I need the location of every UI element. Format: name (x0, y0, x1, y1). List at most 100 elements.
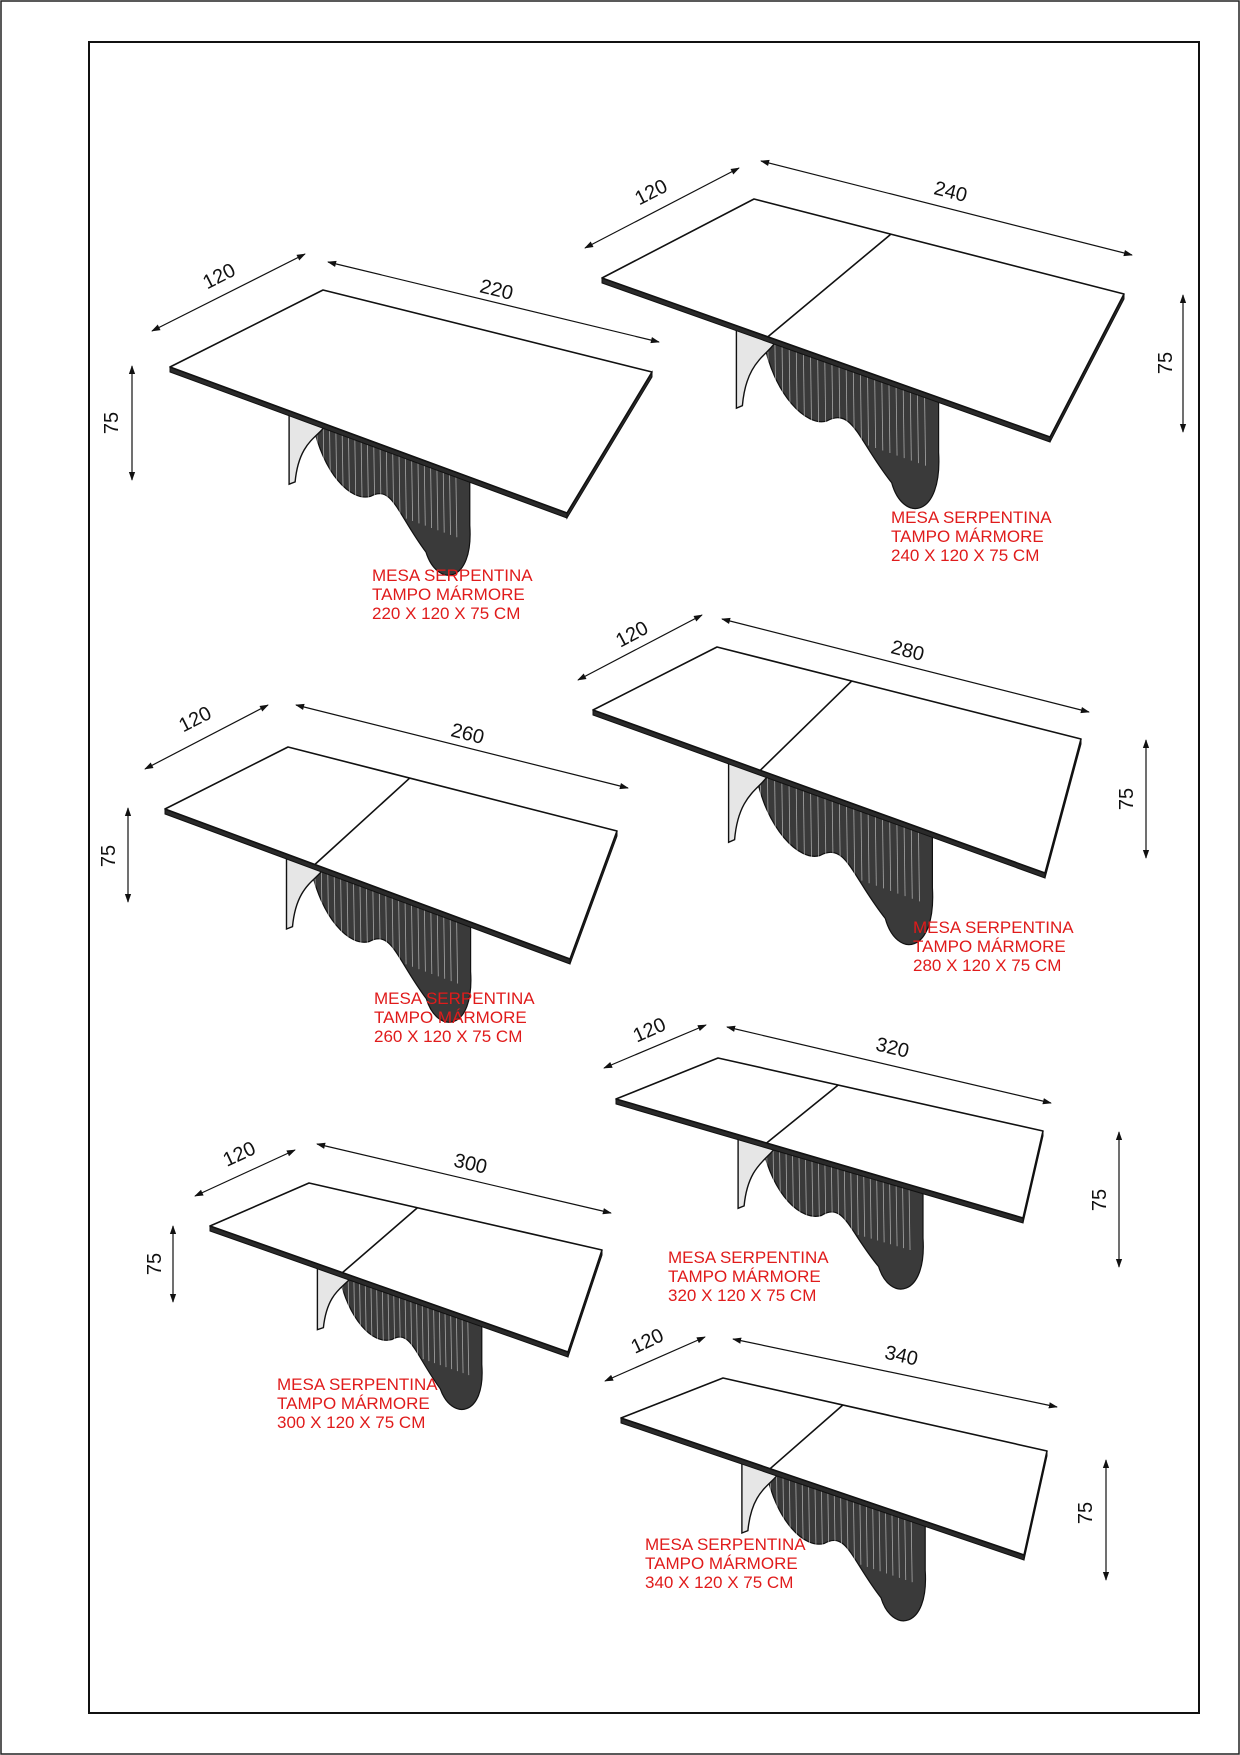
base-flute (874, 376, 877, 448)
base-flute (781, 343, 784, 416)
base-flute (353, 1278, 356, 1336)
base-flute (785, 1150, 788, 1215)
base-flute (788, 346, 791, 418)
dimension-label-length: 320 (874, 1034, 912, 1063)
dimension-line-length (316, 1142, 612, 1215)
dimension-label-width: 120 (175, 702, 215, 737)
caption-line: TAMPO MÁRMORE (374, 1008, 527, 1027)
dimension-line-length (721, 617, 1090, 714)
dimension-label-length: 280 (889, 636, 927, 666)
base-flute (865, 1503, 868, 1567)
base-flutes (342, 1274, 470, 1376)
dimension-label-length: 300 (452, 1150, 490, 1179)
base-flute (399, 1294, 401, 1352)
base-flute (814, 1485, 817, 1550)
base-flute (831, 798, 834, 871)
dimension-label-width: 120 (631, 175, 671, 210)
base-flute (455, 1314, 458, 1372)
dimension-label-height: 75 (1155, 352, 1177, 374)
base-flute (379, 446, 382, 510)
caption-line: 240 X 120 X 75 CM (891, 546, 1039, 565)
dimension-line-width (194, 1149, 296, 1197)
base-flute (372, 887, 375, 953)
base-flute (869, 1175, 872, 1239)
base-flute (774, 341, 777, 413)
base-flute (917, 391, 919, 464)
base-flute (817, 793, 820, 866)
base-flute (456, 918, 458, 984)
dimension-line-length (726, 1025, 1052, 1105)
serpentine-base (312, 418, 471, 576)
base-flute (801, 1481, 804, 1546)
base-flute (340, 876, 343, 941)
base-flute (827, 1490, 830, 1554)
base-flute (817, 356, 820, 428)
base-flute (430, 909, 433, 974)
base-flute (821, 1488, 823, 1552)
caption-line: MESA SERPENTINA (372, 566, 533, 585)
dimension-line-length (295, 703, 629, 790)
dimension-label-height: 75 (101, 412, 123, 434)
caption-line: TAMPO MÁRMORE (645, 1554, 798, 1573)
base-flute (888, 381, 891, 454)
base-flute (416, 1300, 418, 1358)
base-flute (404, 455, 407, 519)
base-flute (924, 394, 926, 466)
base-flute (393, 1292, 396, 1350)
base-flute (904, 1516, 907, 1581)
base-flute (779, 1148, 781, 1213)
base-flute (859, 1501, 862, 1565)
base-flute (433, 1306, 435, 1364)
top-seam (314, 777, 411, 866)
base-flute (365, 885, 368, 951)
base-flute (872, 1505, 875, 1570)
base-flute (467, 1318, 470, 1376)
dimension-label-height: 75 (1089, 1189, 1111, 1211)
base-flute (846, 803, 848, 876)
base-flute (381, 1288, 384, 1346)
base-flute (417, 460, 420, 524)
dimension-label-width: 120 (199, 259, 239, 294)
base-flute (421, 1302, 424, 1360)
dimension-label-height: 75 (144, 1253, 166, 1275)
dimension-line-width (603, 1024, 707, 1069)
dimension-line-width (584, 167, 740, 249)
base-flute (874, 813, 877, 886)
serpentine-base (755, 767, 934, 945)
base-flute (802, 787, 805, 860)
base-flute (411, 902, 413, 967)
dimension-label-length: 220 (478, 276, 516, 305)
base-flute (853, 806, 856, 879)
base-flute (845, 366, 848, 438)
base-flute (341, 432, 344, 496)
base-flute (843, 1167, 846, 1232)
base-flute (378, 890, 381, 955)
base-flute (896, 821, 899, 894)
base-flute (359, 1280, 361, 1338)
base-flute (398, 897, 401, 963)
caption-line: MESA SERPENTINA (645, 1535, 806, 1554)
base-flute (798, 1154, 801, 1218)
base-flute (810, 354, 812, 426)
caption-line: MESA SERPENTINA (891, 508, 1052, 527)
base-flute (370, 1284, 373, 1342)
base-flute (856, 1171, 859, 1235)
base-flute (410, 1298, 413, 1356)
drawing-frame (88, 41, 1200, 1714)
base-flute (353, 880, 355, 946)
base-flute (853, 1499, 855, 1563)
base-flute (781, 780, 784, 853)
base-flute (782, 1475, 785, 1539)
base-flute (347, 1276, 350, 1334)
base-flute (367, 441, 369, 505)
base-flute (838, 364, 841, 436)
base-flute (805, 1156, 807, 1220)
base-flute (354, 436, 357, 501)
